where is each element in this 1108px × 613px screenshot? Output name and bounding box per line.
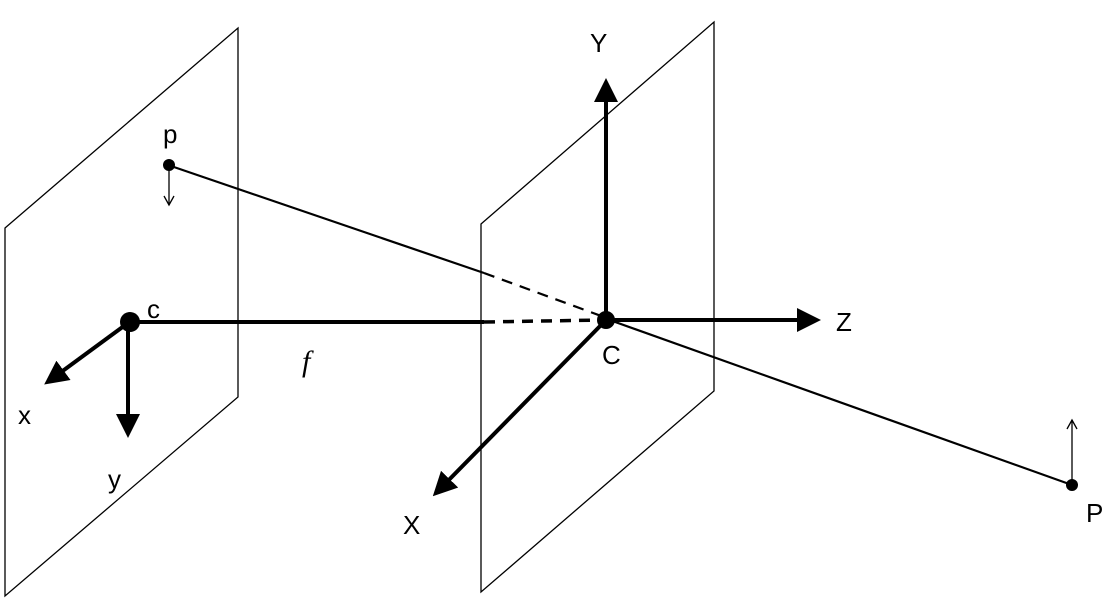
projection-ray-image-side [167, 163, 485, 275]
label-image-point: p [163, 119, 177, 149]
label-axis-X: X [403, 510, 420, 540]
axis-X-arrow [432, 318, 608, 497]
label-axis-Z: Z [836, 307, 852, 337]
projection-ray-world-side [603, 316, 1073, 487]
label-focal-length: f [302, 345, 314, 378]
label-image-axis-x: x [18, 400, 31, 430]
label-axis-Y: Y [590, 28, 607, 58]
image-axis-x-arrow [44, 321, 130, 385]
image-point-dot [163, 159, 175, 171]
camera-center-dot [597, 311, 615, 329]
world-point-dot [1066, 479, 1078, 491]
principal-point-dot [120, 312, 140, 332]
principal-axis-dashed [483, 318, 605, 324]
label-camera-center: C [602, 340, 621, 370]
projection-ray-dashed [483, 271, 605, 319]
label-image-axis-y: y [108, 464, 121, 494]
label-world-point: P [1086, 498, 1103, 528]
image-plane [4, 26, 239, 598]
camera-plane [480, 20, 715, 594]
label-principal-point: c [147, 294, 160, 324]
